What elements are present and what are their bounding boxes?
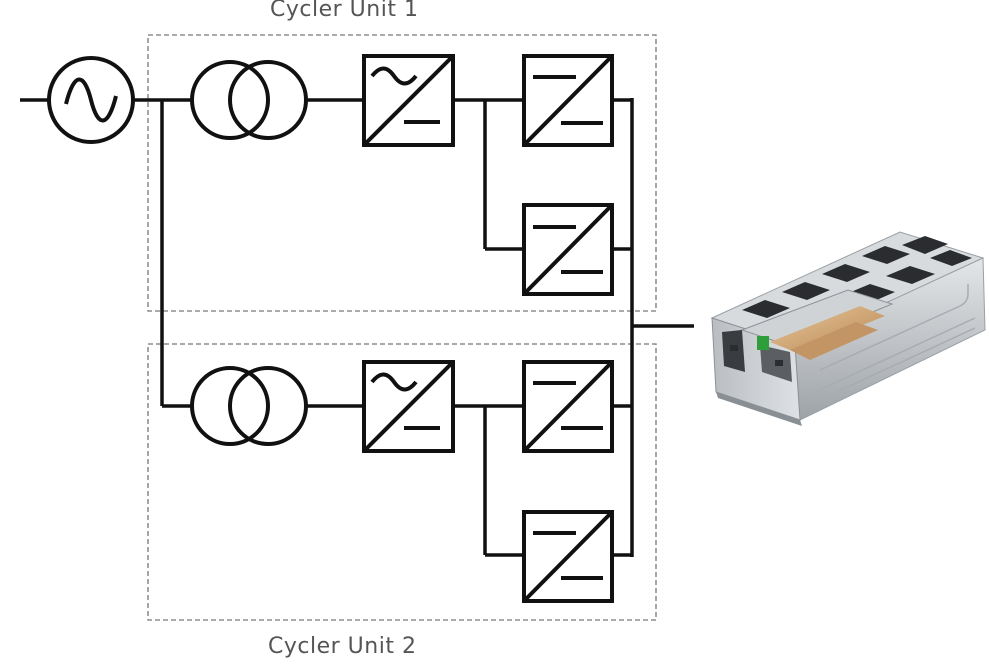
dc-dc-converter-icon	[522, 203, 614, 296]
wiring	[20, 98, 694, 557]
dc-dc-converter-icon	[522, 54, 614, 147]
dc-dc-converter-icon	[522, 510, 614, 603]
cycler-unit-1-frame	[147, 34, 657, 312]
dc-dc-converter-icon	[522, 360, 614, 453]
ac-dc-converter-icon	[362, 54, 455, 147]
transformer-icon	[190, 60, 308, 140]
cycler-unit-2-label: Cycler Unit 2	[268, 634, 417, 659]
battery-module-icon	[710, 231, 986, 426]
cycler-unit-1-label: Cycler Unit 1	[270, 0, 419, 22]
ac-source-icon	[47, 56, 135, 144]
ac-dc-converter-icon	[362, 360, 455, 453]
transformer-icon	[190, 366, 308, 446]
